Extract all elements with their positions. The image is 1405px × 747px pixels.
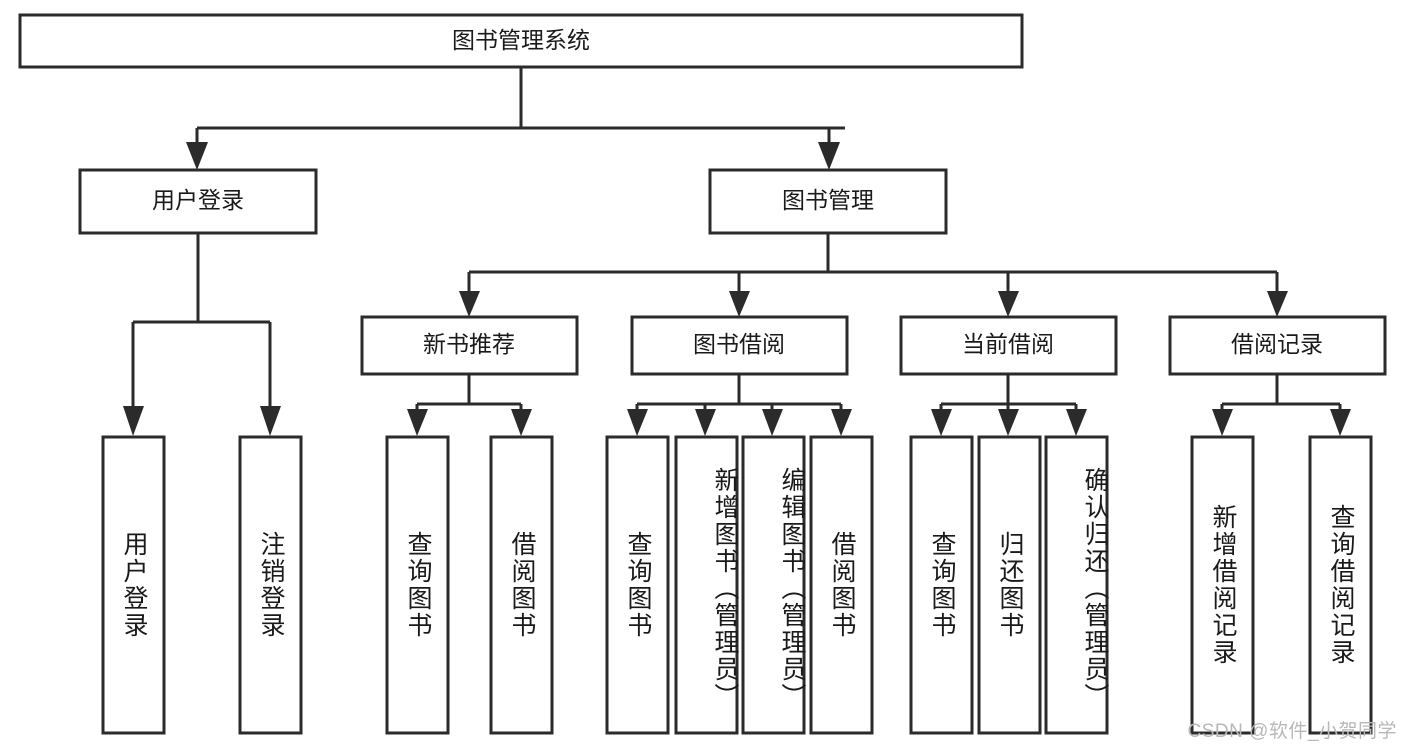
node-new-book-recommend-label: 新书推荐 (423, 331, 515, 357)
leaf-box-query-book-1[interactable] (387, 437, 448, 733)
connector-record-to-leaves (1212, 374, 1351, 436)
node-borrow-record[interactable]: 借阅记录 (1170, 317, 1385, 374)
leaf-box-query-book-2[interactable] (607, 437, 668, 733)
leaf-box-confirm-return[interactable] (1046, 437, 1107, 733)
leaf-box-add-record[interactable] (1192, 437, 1253, 733)
leaf-box-add-book[interactable] (676, 437, 737, 733)
leaf-box-borrow-book-1[interactable] (491, 437, 552, 733)
leaf-box-return-book[interactable] (979, 437, 1040, 733)
leaf-box-query-record[interactable] (1310, 437, 1371, 733)
leaf-box-query-book-3[interactable] (911, 437, 972, 733)
node-book-manage-label: 图书管理 (782, 187, 874, 213)
node-book-borrow[interactable]: 图书借阅 (632, 317, 847, 374)
connector-current-to-leaves (931, 374, 1087, 436)
node-book-borrow-label: 图书借阅 (693, 331, 785, 357)
node-borrow-record-label: 借阅记录 (1231, 331, 1323, 357)
leaf-box-borrow-book-2[interactable] (811, 437, 872, 733)
leaf-box-edit-book[interactable] (743, 437, 804, 733)
connector-borrow-to-leaves (627, 374, 852, 436)
watermark-text: CSDN @软件_小贺同学 (1188, 716, 1397, 743)
node-user-login-label: 用户登录 (152, 187, 244, 213)
node-book-manage[interactable]: 图书管理 (710, 170, 946, 233)
node-root-label: 图书管理系统 (452, 27, 590, 53)
node-new-book-recommend[interactable]: 新书推荐 (362, 317, 577, 374)
leaf-box-user-login[interactable] (103, 437, 164, 733)
connector-root-to-level2 (186, 67, 845, 170)
node-user-login[interactable]: 用户登录 (80, 170, 316, 233)
connector-recommend-to-leaves (407, 374, 532, 436)
connector-book-manage-to-level3 (459, 233, 1288, 317)
leaf-box-logout-login[interactable] (240, 437, 301, 733)
node-current-borrow-label: 当前借阅 (962, 331, 1054, 357)
node-current-borrow[interactable]: 当前借阅 (901, 317, 1116, 374)
connector-user-login-to-leaves (123, 233, 281, 436)
node-root[interactable]: 图书管理系统 (20, 15, 1022, 67)
